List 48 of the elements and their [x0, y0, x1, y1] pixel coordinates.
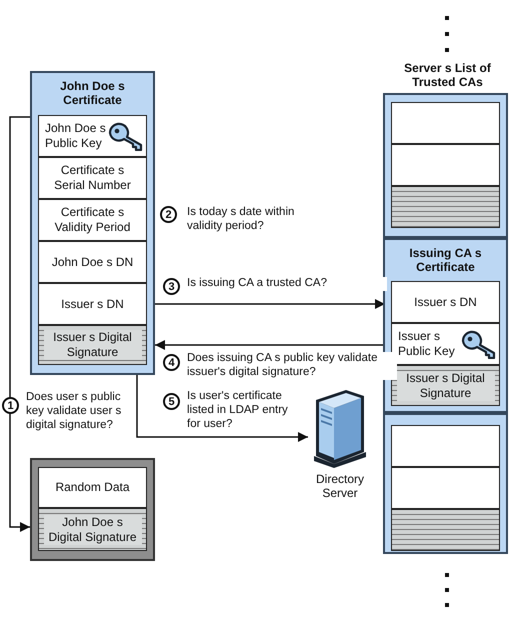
signature-label: John Doe s Digital Signature — [44, 514, 142, 544]
list-heading: Server s List of Trusted CAs — [403, 61, 492, 90]
panel-title: John Doe s Certificate — [59, 79, 126, 108]
step-number: 5 — [163, 393, 180, 410]
server-label: Directory Server — [314, 472, 365, 501]
signature-label: Issuer s Digital Signature — [396, 370, 494, 400]
certificate-panel — [383, 238, 508, 413]
field-label: Issuer s DN — [61, 296, 124, 312]
field-row — [391, 281, 500, 323]
field-row — [391, 144, 500, 186]
signature-row — [38, 508, 147, 551]
field-row — [38, 199, 147, 241]
data-panel — [30, 458, 155, 561]
certificate-panel — [30, 71, 155, 375]
field-row — [38, 115, 147, 157]
field-label: John Doe s Public Key — [45, 121, 107, 151]
field-row — [391, 425, 500, 467]
signature-row — [391, 186, 500, 228]
field-row — [38, 467, 147, 508]
field-label: Issuer s DN — [414, 294, 477, 310]
field-row — [391, 467, 500, 509]
step-number: 3 — [163, 278, 180, 295]
field-row — [38, 283, 147, 325]
field-row — [38, 241, 147, 283]
signature-row — [391, 365, 500, 406]
field-label: Certificate s Serial Number — [53, 163, 132, 193]
arrow — [136, 375, 308, 442]
field-label: Certificate s Validity Period — [54, 205, 132, 235]
step-number: 1 — [2, 397, 19, 414]
step-number: 4 — [163, 354, 180, 371]
signature-label: Issuer s Digital Signature — [44, 330, 142, 360]
field-row — [391, 323, 500, 365]
field-label: Issuer s Public Key — [398, 329, 456, 359]
signature-row — [38, 325, 147, 365]
arrow — [9, 116, 30, 532]
panel-title: Issuing CA s Certificate — [408, 246, 483, 275]
field-label: Random Data — [55, 480, 130, 495]
arrow — [155, 299, 385, 309]
edge-label: Does issuing CA s public key validate issuer's digital signature? — [187, 352, 397, 380]
signature-row — [391, 509, 500, 551]
step-number: 2 — [160, 206, 177, 223]
certificate-panel — [383, 413, 508, 554]
field-row — [38, 157, 147, 199]
certificate-panel — [383, 93, 508, 238]
arrow — [155, 340, 385, 350]
edge-label: Is issuing CA a trusted CA? — [187, 277, 387, 291]
field-row — [391, 102, 500, 144]
field-label: John Doe s DN — [52, 254, 134, 270]
